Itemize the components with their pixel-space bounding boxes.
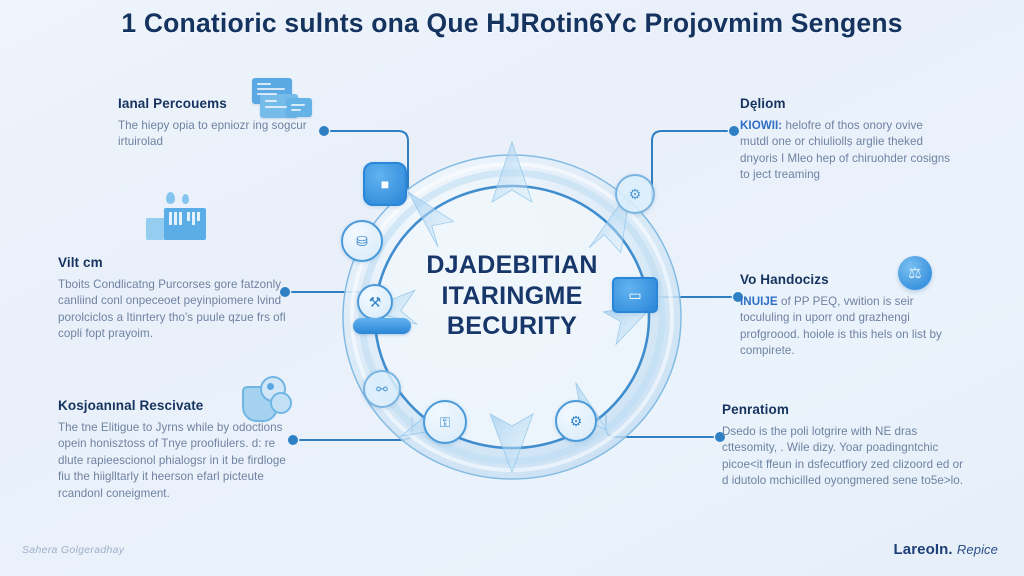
node-left-lower: ⚒ bbox=[357, 284, 393, 320]
left-block-2-heading: Vilt cm bbox=[58, 255, 103, 270]
left-block-3-body: The tne Elitigue to Jyrns while by odoct… bbox=[58, 421, 286, 500]
central-hub: ■ ⚙ ⛁ ⚒ ▭ ⚯ ⚿ ⚙ DJADEBITIAN ITARINGME BE… bbox=[327, 132, 697, 502]
node-top-left: ■ bbox=[363, 162, 407, 206]
node-top-right: ⚙ bbox=[615, 174, 655, 214]
node-glyph-left-lower: ⚒ bbox=[368, 293, 382, 310]
node-glyph-bottom-right: ⚙ bbox=[569, 412, 583, 429]
right-block-1: Dęliom KIOWII: helofre of thos onory ovi… bbox=[740, 96, 952, 184]
right-block-1-heading: Dęliom bbox=[740, 96, 786, 111]
node-bottom-lock: ⚿ bbox=[423, 400, 467, 444]
node-glyph-top-right: ⚙ bbox=[628, 185, 642, 202]
right-block-2-heading: Vo Handocizs bbox=[740, 272, 829, 287]
server-rack-icon bbox=[146, 192, 208, 242]
node-bottom-left: ⚯ bbox=[363, 370, 401, 408]
node-glyph-left-upper: ⛁ bbox=[356, 232, 368, 249]
right-block-1-lead: KIOWII: bbox=[740, 119, 783, 132]
right-block-2-lead: INUIJE bbox=[740, 295, 778, 308]
left-block-3-heading: Kosjoanınal Rescivate bbox=[58, 398, 204, 413]
right-block-3-text: Dsedo is the poli lotgrire with NE dras … bbox=[722, 425, 964, 488]
footer-brand: LareoIn. Repice bbox=[893, 541, 998, 558]
right-block-3-body: Dsedo is the poli lotgrire with NE dras … bbox=[722, 424, 970, 490]
node-glyph-top-left: ■ bbox=[380, 176, 390, 192]
footer-credit: Sahera Golgeradhay bbox=[22, 544, 125, 556]
left-block-1-heading: Ianal Percouems bbox=[118, 96, 227, 111]
node-left-upper: ⛁ bbox=[341, 220, 383, 262]
footer-brand-sub: Repice bbox=[956, 542, 998, 557]
right-block-3: Penratiom Dsedo is the poli lotgrire wit… bbox=[722, 402, 970, 490]
right-block-1-body: KIOWII: helofre of thos onory ovive mutd… bbox=[740, 118, 952, 184]
node-glyph-bottom-lock: ⚿ bbox=[439, 413, 451, 430]
page-title: 1 Conatioric sulnts ona Que HJRotin6Yc P… bbox=[121, 8, 903, 38]
node-glyph-bottom-left: ⚯ bbox=[376, 380, 388, 397]
left-block-1-body: The hiepy opia to epniozr ing sogcur irt… bbox=[118, 119, 307, 149]
right-block-3-heading: Penratiom bbox=[722, 402, 789, 417]
ring-pill-accent bbox=[353, 318, 411, 334]
node-bottom-right: ⚙ bbox=[555, 400, 597, 442]
left-block-2: Vilt cm Tboits Condlicatng Purcorses gor… bbox=[58, 255, 286, 343]
left-block-2-body: Tboits Condlicatng Purcorses gore fatzon… bbox=[58, 278, 286, 341]
node-glyph-right-monitor: ▭ bbox=[628, 286, 642, 303]
left-block-1: Ianal Percouems The hiepy opia to epnioz… bbox=[118, 96, 314, 151]
node-right-monitor: ▭ bbox=[612, 277, 658, 313]
documents-stack-icon bbox=[250, 78, 312, 124]
left-block-3: Kosjoanınal Rescivate The tne Elitigue t… bbox=[58, 398, 290, 502]
right-block-2-body: INUIJE of PP PEQ, vwition is seir toculu… bbox=[740, 294, 962, 360]
cloud-shield-icon bbox=[240, 374, 292, 422]
network-badge-icon: ⚖ bbox=[898, 256, 932, 290]
connector-dot-right-1 bbox=[729, 126, 739, 136]
footer-brand-name: LareoIn. bbox=[893, 541, 953, 558]
right-block-1-text: helofre of thos onory ovive mutdl one or… bbox=[740, 119, 951, 182]
right-block-2-text: of PP PEQ, vwition is seir tocululing in… bbox=[740, 295, 942, 358]
right-block-2: Vo Handocizs INUIJE of PP PEQ, vwition i… bbox=[740, 272, 962, 360]
